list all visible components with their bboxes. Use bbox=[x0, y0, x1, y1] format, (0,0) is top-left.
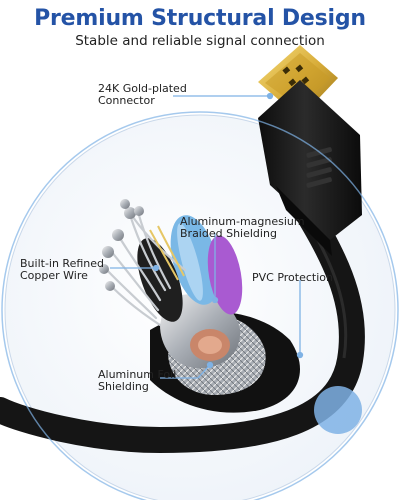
page-title: Premium Structural Design bbox=[34, 6, 366, 31]
cable-cross-section bbox=[99, 199, 300, 413]
cable-loop bbox=[0, 187, 365, 454]
callout-pvc: PVC Protection bbox=[252, 272, 333, 284]
callout-pvc-line1: PVC Protection bbox=[252, 271, 333, 284]
callout-connector-line1: 24K Gold-plated bbox=[98, 82, 187, 95]
callout-copper-line2: Copper Wire bbox=[20, 269, 88, 282]
highlight-dot bbox=[314, 386, 362, 434]
callout-foil: Aluminum Foil Shielding bbox=[98, 369, 176, 393]
callout-copper: Built-in Refined Copper Wire bbox=[20, 258, 104, 282]
callout-braided-line2: Braided Shielding bbox=[180, 227, 277, 240]
highlight-circle-large bbox=[1, 111, 399, 500]
callout-foil-line2: Shielding bbox=[98, 380, 149, 393]
callout-braided-line1: Aluminum-magnesium bbox=[180, 215, 305, 228]
callout-connector: 24K Gold-plated Connector bbox=[98, 83, 187, 107]
callout-connector-line2: Connector bbox=[98, 94, 155, 107]
callout-copper-line1: Built-in Refined bbox=[20, 257, 105, 270]
page-subtitle: Stable and reliable signal connection bbox=[75, 33, 325, 49]
callout-braided: Aluminum-magnesium Braided Shielding bbox=[180, 216, 305, 240]
callout-foil-line1: Aluminum Foil bbox=[98, 368, 177, 381]
